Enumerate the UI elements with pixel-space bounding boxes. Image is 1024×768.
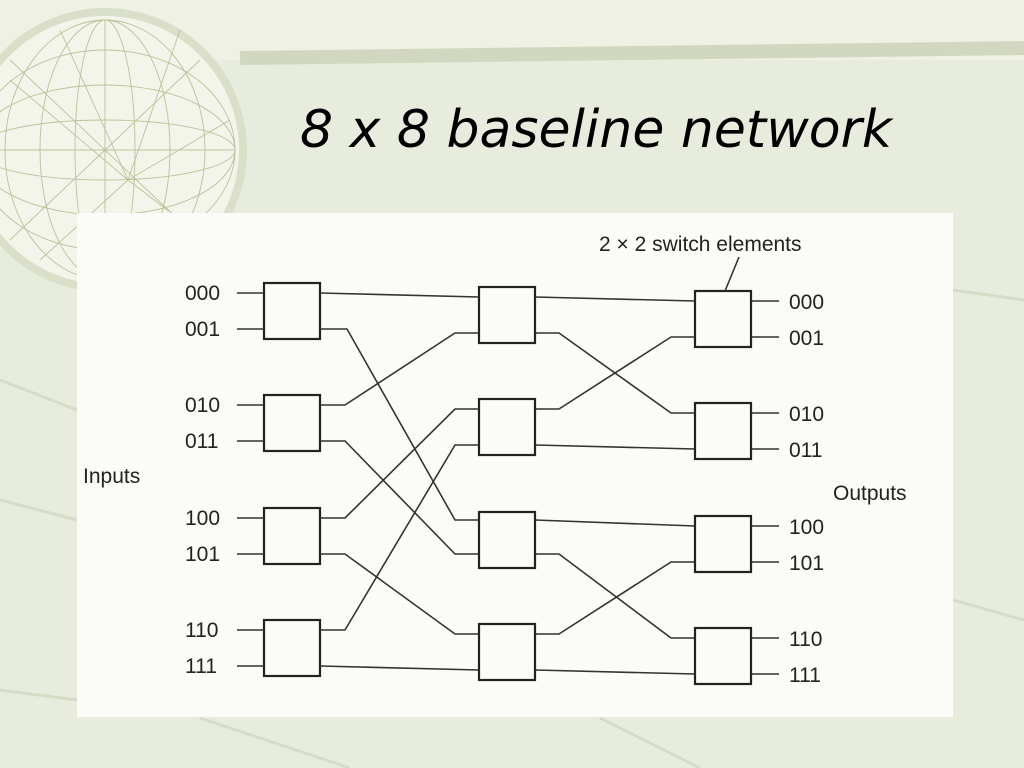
baseline-network-diagram: 2 × 2 switch elements Inputs Outputs 000… xyxy=(77,213,953,717)
input-address: 001 xyxy=(185,318,220,341)
switch-stage2-1 xyxy=(477,397,537,457)
output-address: 101 xyxy=(789,552,824,575)
switch-stage1-0 xyxy=(262,281,322,341)
input-address: 111 xyxy=(185,655,217,678)
input-address: 101 xyxy=(185,543,220,566)
input-address: 110 xyxy=(185,619,218,642)
output-address: 011 xyxy=(789,439,822,462)
input-wires xyxy=(237,292,264,667)
output-address: 110 xyxy=(789,628,822,651)
switch-elements-annotation: 2 × 2 switch elements xyxy=(599,233,802,256)
output-address: 000 xyxy=(789,291,824,314)
stage1-stage2-links xyxy=(319,292,480,671)
switch-stage1-2 xyxy=(262,506,322,566)
page-title: 8 x 8 baseline network xyxy=(300,100,893,160)
output-address: 010 xyxy=(789,403,824,426)
switch-stage3-2 xyxy=(693,514,753,574)
input-address: 011 xyxy=(185,430,218,453)
switch-stage3-1 xyxy=(693,401,753,461)
switch-stage1-1 xyxy=(262,393,322,453)
output-address: 001 xyxy=(789,327,824,350)
input-address: 000 xyxy=(185,282,220,305)
output-address: 100 xyxy=(789,516,824,539)
switch-stage2-2 xyxy=(477,510,537,570)
switch-stage1-3 xyxy=(262,618,322,678)
switch-stage3-3 xyxy=(693,626,753,686)
annotation-leader xyxy=(724,256,740,292)
switch-stage2-0 xyxy=(477,285,537,345)
stage2-stage3-links xyxy=(534,296,696,675)
switch-stage2-3 xyxy=(477,622,537,682)
inputs-label: Inputs xyxy=(83,465,140,488)
input-address: 010 xyxy=(185,394,220,417)
outputs-label: Outputs xyxy=(833,482,907,505)
output-address: 111 xyxy=(789,664,821,687)
output-wires xyxy=(751,300,779,675)
input-address: 100 xyxy=(185,507,220,530)
switch-stage3-0 xyxy=(693,289,753,349)
